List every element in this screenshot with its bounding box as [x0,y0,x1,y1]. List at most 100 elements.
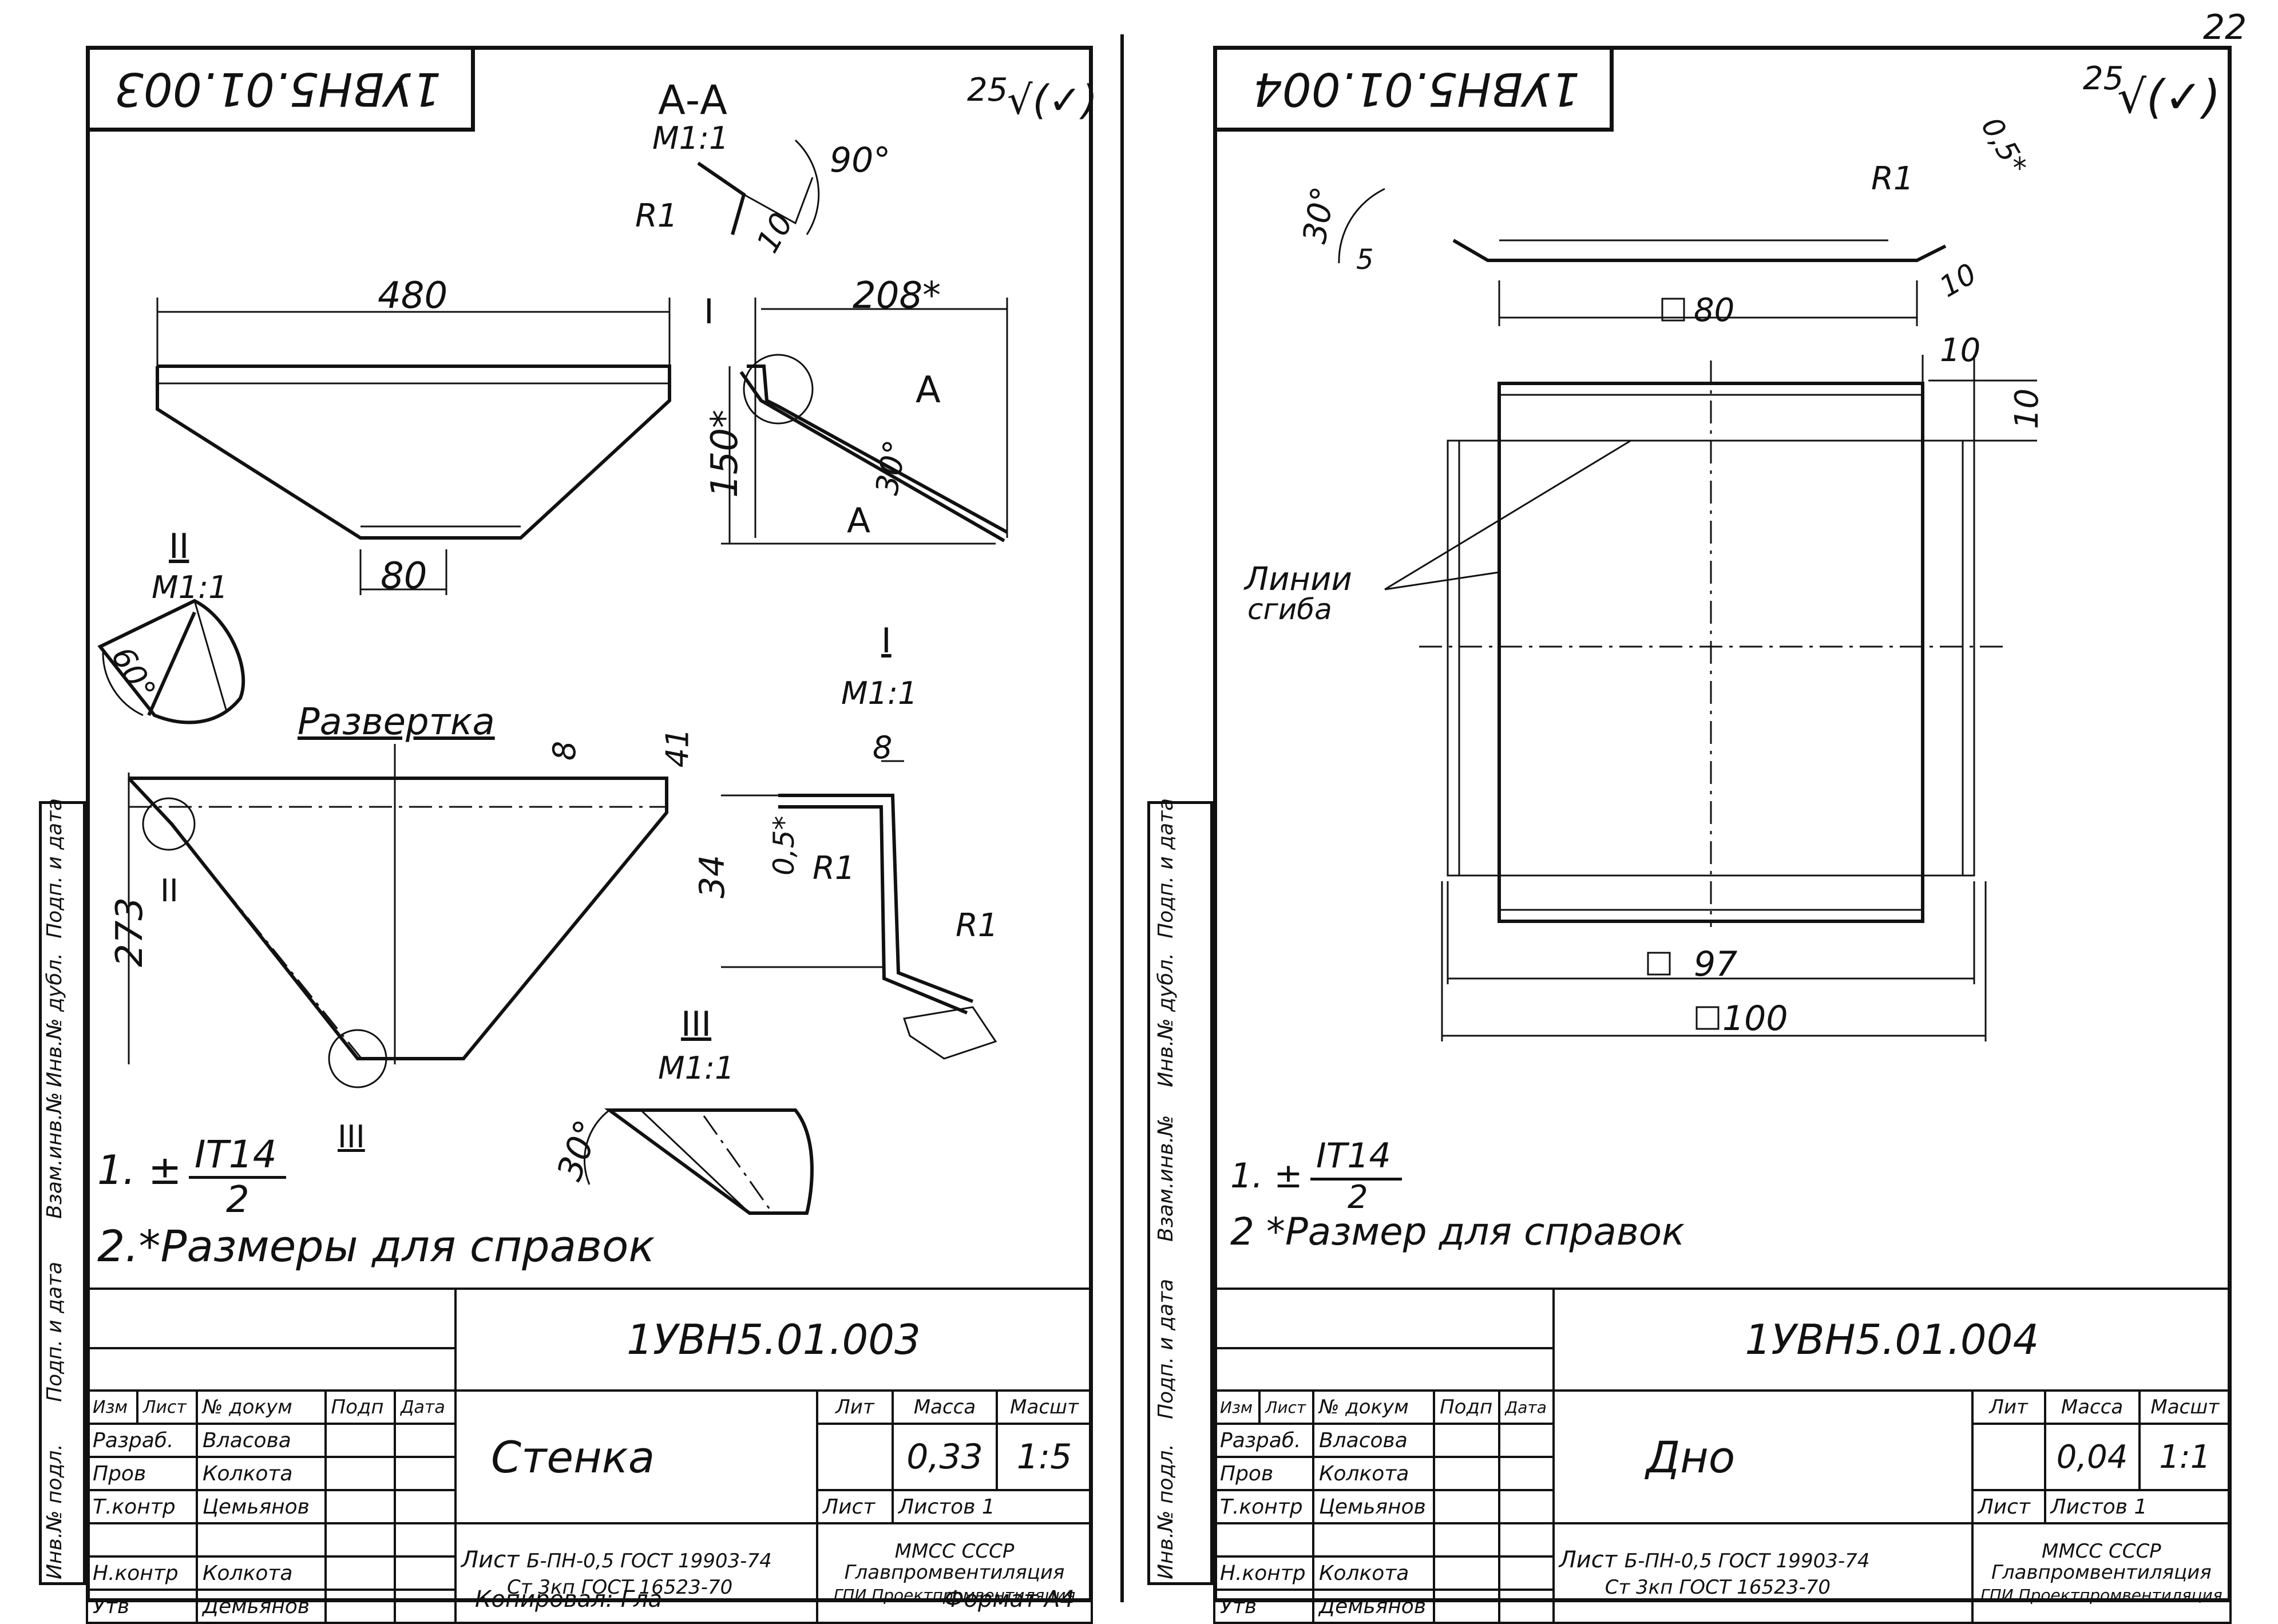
bottom-side-profile [1338,188,1947,326]
detail-iii-scale: М1:1 [658,1050,735,1086]
sheet-2-code-stamp-box [1213,46,1614,132]
dim-r1-detail-2: R1 [956,907,999,944]
detail-i [721,760,997,1060]
sheet-2-person-1: Власова [1312,1423,1436,1458]
section-scale: М1:1 [652,120,729,156]
bottom-plan [1384,355,2037,1041]
sheet-1-person-1: Власова [195,1423,327,1458]
sheet-2-note-1-prefix: 1. ± [1230,1156,1303,1196]
sheet-2-material-2: Ст 3кп ГОСТ 16523-70 [1604,1576,1831,1599]
sheet-2-note-1-bar [1310,1178,1402,1181]
sheet-1-role-5: Н.контр [86,1555,198,1591]
dim-8-detail: 8 [873,730,893,766]
sheet-2-dim-80: 80 [1694,292,1735,329]
marker-ii: II [160,873,179,909]
sheet-2-hdr-list: Лист [1258,1389,1314,1425]
sheet-2-note-1-num: IT14 [1316,1136,1391,1176]
sheet-2-material-1: Б-ПН-0,5 ГОСТ 19903-74 [1624,1550,1870,1572]
sheet-2-hdr-data: Дата [1498,1389,1555,1425]
sheet-1-hdr-list: Лист [136,1389,198,1425]
sheet-1-material-2: Ст 3кп ГОСТ 16523-70 [507,1576,733,1599]
dim-a-bottom: А [847,501,871,541]
sheet-1-note-1-den: 2 [226,1179,249,1221]
dim-208: 208* [853,275,941,317]
dim-480: 480 [378,275,448,317]
sheet-1-mass-header: Масса [891,1389,999,1425]
detail-iii [584,1108,814,1215]
sheet-2-part-name: Дно [1552,1389,1974,1524]
sheet-2-note-2: 2 *Размер для справок [1230,1210,1685,1254]
sheet-1-sheet-label: Лист [816,1489,894,1524]
sheet-1-scale: 1:5 [996,1423,1093,1491]
sheet-2-scale-header: Масшт [2138,1389,2232,1425]
sheet-2-person-5: Колкота [1312,1555,1436,1591]
sheet-1-role-3: Т.контр [86,1489,198,1524]
sheet-1-material-1: Б-ПН-0,5 ГОСТ 19903-74 [526,1550,772,1572]
sheet-2-dim-r1: R1 [1871,160,1914,197]
sheet-1-side-stamp [39,801,86,1585]
sheet-1-hdr-data: Дата [394,1389,457,1425]
wall-side-view [721,298,1008,545]
unfold-label: Развертка [298,701,495,743]
sheet-2-person-3: Цемьянов [1312,1489,1436,1524]
dim-a: А [916,369,941,411]
sheet-2-role-5: Н.контр [1213,1555,1314,1591]
dim-r1-detail: R1 [813,850,855,887]
sheet-1-mass: 0,33 [891,1423,999,1491]
sheet-1-title-block: 1УВН5.01.003 Изм Лист № докум Подп Дата … [85,1288,1094,1624]
sheet-1-person-3: Цемьянов [195,1489,327,1524]
sheet-1-lit-header: Лит [816,1389,894,1425]
detail-ii-label: II [169,526,189,567]
center-divider [1120,34,1124,1602]
sheet-1-note-1-bar [189,1176,286,1179]
detail-ii-scale: М1:1 [152,569,228,605]
detail-iii-label: III [681,1004,712,1044]
sheet-1-org-1: ММСС СССР [894,1539,1015,1563]
sheet-1-note-2: 2.*Размеры для справок [97,1221,655,1272]
section-label: А-А [658,77,728,124]
sheet-1-org-3: ГПИ Проектпромвентиляция [833,1585,1076,1605]
sheet-1-role-1: Разраб. [86,1423,198,1458]
detail-ii [97,599,245,724]
section-aa [697,139,820,235]
dim-90: 90° [830,140,891,180]
sheet-2-scale: 1:1 [2138,1423,2232,1491]
sheet-1-hdr-podp: Подп [324,1389,397,1425]
dim-r1-section: R1 [635,197,678,235]
sheet-2-role-2: Пров [1213,1456,1314,1491]
sheet-2-dim-5: 5 [1356,244,1374,276]
sheet-2-sheets-label: Листов 1 [2043,1489,2232,1524]
corner-page-number: 22 [2203,7,2247,47]
detail-i-label: I [881,621,892,661]
sheet-1-note-1-prefix: 1. ± [97,1147,182,1194]
marker-iii: III [338,1119,365,1155]
sheet-2-role-1: Разраб. [1213,1423,1314,1458]
sheet-2-title-block: 1УВН5.01.004 Изм Лист № докум Подп Дата … [1213,1288,2232,1624]
sheet-1-hdr-doc: № докум [195,1389,327,1425]
dim-80: 80 [381,555,427,597]
sheet-1-material-prefix: Лист [461,1547,520,1573]
sheet-1-designation: 1УВН5.01.003 [454,1288,1093,1392]
unfold-view [127,744,668,1088]
sheet-1-person-2: Колкота [195,1456,327,1491]
sheet-1-note-1-num: IT14 [195,1132,277,1177]
sheet-1-roughness: 25 [967,72,1008,109]
fold-lines-label-1: Линии [1245,561,1352,598]
sheet-2-dim-97: 97 [1694,944,1738,984]
sheet-2-dim-100: 100 [1722,999,1788,1039]
sheet-1-person-5: Колкота [195,1555,327,1591]
sheet-2-hdr-izm: Изм [1213,1389,1261,1425]
sheet-2-mass-header: Масса [2043,1389,2141,1425]
sheet-2-note-1-den: 2 [1348,1179,1368,1216]
sheet-1-org-2: Главпромвентиляция [844,1561,1065,1585]
detail-i-scale: М1:1 [841,675,918,711]
sheet-2-org-1: ММСС СССР [2042,1539,2161,1563]
wall-top-view [156,298,671,595]
marker-i: I [704,292,714,332]
sheet-2-sheet-label: Лист [1971,1489,2046,1524]
sheet-1-roughness-symbol: √(✓) [1007,77,1098,124]
sheet-1-sheets-label: Листов 1 [891,1489,1094,1524]
sheet-2-hdr-doc: № докум [1312,1389,1436,1425]
sheet-2-lit-header: Лит [1971,1389,2046,1425]
